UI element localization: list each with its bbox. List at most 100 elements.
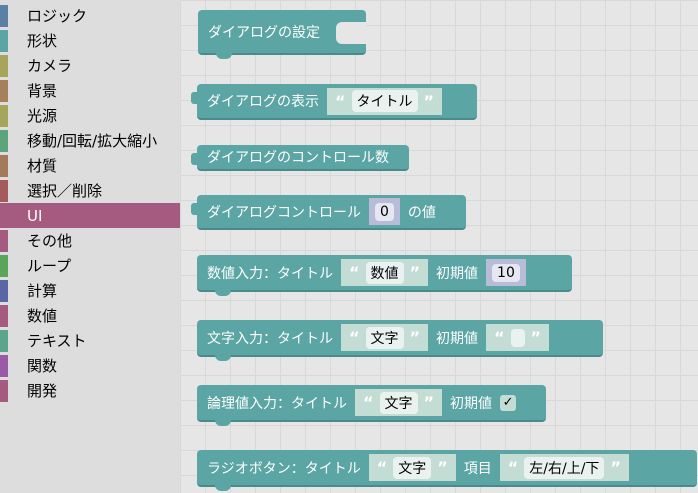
quote-close: ” <box>610 458 621 477</box>
radio-button-block[interactable]: ラジオボタン：タイトル “ 文字 ” 項目 “ 左/右/上/下 ” <box>197 450 697 491</box>
category-label: ロジック <box>27 7 88 25</box>
category-label: 数値 <box>27 307 58 325</box>
string-block[interactable]: “左/右/上/下” <box>499 454 629 481</box>
category-item[interactable]: 関数 <box>0 353 180 378</box>
quote-open: “ <box>335 91 346 111</box>
number-field[interactable]: 0 <box>375 202 394 221</box>
dialog-control-block[interactable]: ダイアログコントロール 0 の値 <box>191 195 466 230</box>
category-item[interactable]: ループ <box>0 253 180 278</box>
block-label: ラジオボタン：タイトル <box>207 460 361 477</box>
number-field[interactable]: 10 <box>492 263 520 282</box>
quote-close: ” <box>423 393 435 412</box>
block-label: ダイアログの表示 <box>207 94 319 110</box>
block-label: 初期値 <box>436 330 479 347</box>
category-label: 光源 <box>27 107 58 125</box>
block-label: 文字入力：タイトル <box>207 330 333 347</box>
category-item[interactable]: 移動/回転/拡大縮小 <box>0 128 180 153</box>
string-block[interactable]: “文字” <box>355 389 443 416</box>
text-field[interactable]: 左/右/上/下 <box>524 456 605 479</box>
quote-close: ” <box>437 458 448 477</box>
dialog-show-block[interactable]: ダイアログの表示 “タイトル” <box>191 84 477 120</box>
category-color-strip <box>0 304 8 327</box>
category-label: 形状 <box>27 32 58 50</box>
quote-open: “ <box>376 458 388 477</box>
category-label: 開発 <box>27 382 58 400</box>
block-label: ダイアログのコントロール数 <box>207 150 389 166</box>
quote-close: ” <box>530 328 542 347</box>
category-item[interactable]: 材質 <box>0 153 180 178</box>
text-field[interactable]: 文字 <box>365 326 404 349</box>
category-label: 選択／削除 <box>27 182 103 200</box>
dialog-setup-block[interactable]: ダイアログの設定 <box>198 10 366 59</box>
checkbox[interactable]: ✓ <box>500 394 517 411</box>
toolbox-sidebar: ロジック形状カメラ背景光源移動/回転/拡大縮小材質選択／削除 UI その他ループ計算… <box>0 0 180 493</box>
category-item[interactable]: 計算 <box>0 278 180 303</box>
text-input-block[interactable]: 文字入力：タイトル “ 文字 ” 初期値 “” <box>197 320 603 361</box>
quote-open: “ <box>349 263 360 282</box>
text-field[interactable]: 文字 <box>393 456 432 479</box>
text-field[interactable] <box>510 328 525 347</box>
string-block[interactable]: “ 文字 ” <box>341 324 429 351</box>
category-item[interactable]: ロジック <box>0 3 180 28</box>
category-label: ループ <box>27 257 72 275</box>
text-field[interactable]: 数値 <box>365 261 404 284</box>
category-color-strip <box>0 129 8 152</box>
text-field[interactable]: 文字 <box>379 391 418 414</box>
category-color-strip <box>0 179 8 202</box>
category-color-strip <box>0 204 8 227</box>
category-color-strip <box>0 154 8 177</box>
category-label: 材質 <box>27 157 58 175</box>
block-label: ダイアログの設定 <box>208 24 320 41</box>
category-color-strip <box>0 4 8 27</box>
category-color-strip <box>0 29 8 52</box>
block-label: 初期値 <box>450 395 493 412</box>
block-label: 論理値入力：タイトル <box>207 395 347 412</box>
quote-close: ” <box>409 263 421 282</box>
category-item[interactable]: 背景 <box>0 78 180 103</box>
category-color-strip <box>0 254 8 277</box>
category-color-strip <box>0 329 8 352</box>
quote-close: ” <box>423 91 435 111</box>
workspace[interactable]: ダイアログの設定 ダイアログの表示 “タイトル” ダイアログのコントロール数 ダ… <box>180 0 698 493</box>
bool-input-block[interactable]: 論理値入力：タイトル “文字” 初期値 ✓ <box>197 385 546 426</box>
block-label: 初期値 <box>436 265 479 282</box>
category-item[interactable]: テキスト <box>0 328 180 353</box>
category-color-strip <box>0 54 8 77</box>
category-color-strip <box>0 379 8 402</box>
string-block[interactable]: “タイトル” <box>327 87 443 115</box>
category-item[interactable]: 光源 <box>0 103 180 128</box>
block-label: ダイアログコントロール <box>207 204 361 221</box>
category-label: カメラ <box>27 57 73 75</box>
category-label: UI <box>27 206 43 225</box>
category-color-strip <box>0 79 8 102</box>
block-label: 数値入力：タイトル <box>207 265 333 282</box>
text-field[interactable]: タイトル <box>351 90 418 112</box>
string-block[interactable]: “ 文字 ” <box>368 454 456 481</box>
category-label: 計算 <box>27 282 58 300</box>
number-block[interactable]: 10 <box>486 259 526 286</box>
category-item[interactable]: 選択／削除 <box>0 178 180 203</box>
block-label: の値 <box>407 204 436 221</box>
category-item[interactable]: その他 <box>0 228 180 253</box>
number-input-block[interactable]: 数値入力：タイトル “ 数値 ” 初期値 10 <box>197 255 572 296</box>
block-label: 項目 <box>463 460 492 477</box>
category-color-strip <box>0 279 8 302</box>
number-block[interactable]: 0 <box>369 198 400 225</box>
category-label: 関数 <box>27 357 58 375</box>
category-item[interactable]: 数値 <box>0 303 180 328</box>
string-block[interactable]: “” <box>486 324 550 351</box>
category-color-strip <box>0 229 8 252</box>
dialog-count-block[interactable]: ダイアログのコントロール数 <box>191 145 409 171</box>
category-item[interactable]: UI <box>0 203 180 228</box>
quote-open: “ <box>349 328 360 347</box>
quote-close: ” <box>409 328 421 347</box>
category-label: テキスト <box>27 332 87 350</box>
category-color-strip <box>0 104 8 127</box>
category-item[interactable]: 開発 <box>0 378 180 403</box>
category-item[interactable]: カメラ <box>0 53 180 78</box>
category-label: 背景 <box>27 82 58 100</box>
statement-slot <box>336 22 366 44</box>
string-block[interactable]: “ 数値 ” <box>341 259 429 286</box>
category-label: その他 <box>27 232 73 250</box>
category-item[interactable]: 形状 <box>0 28 180 53</box>
